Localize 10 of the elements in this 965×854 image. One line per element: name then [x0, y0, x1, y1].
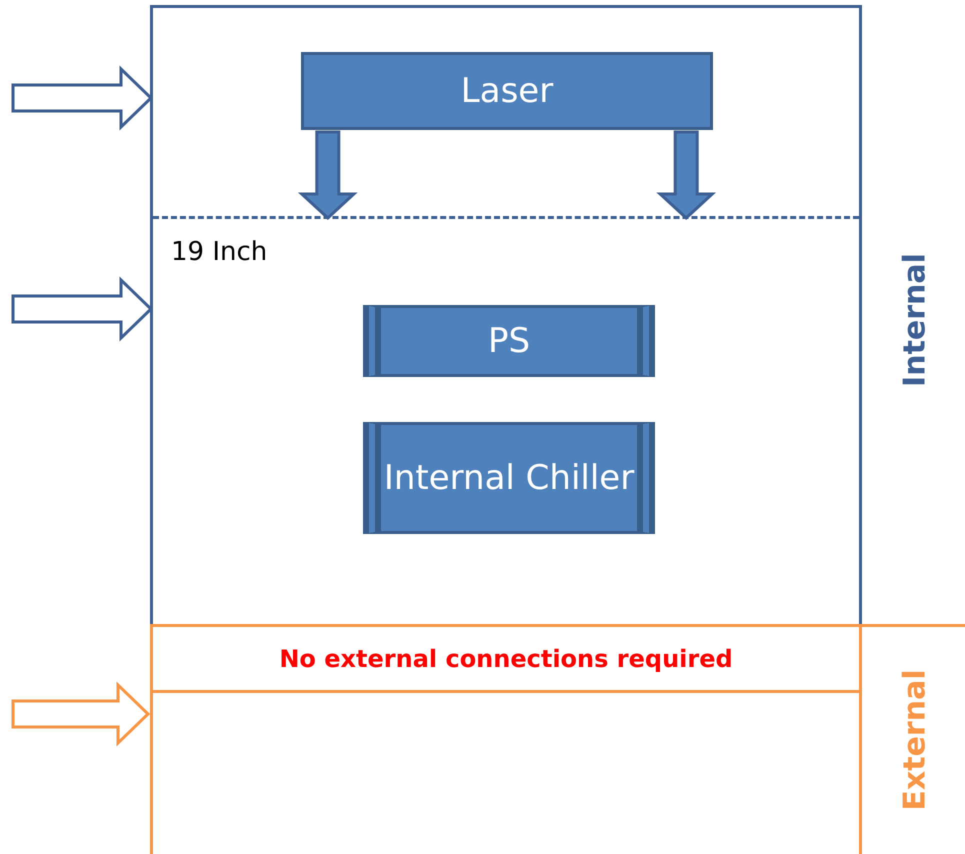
chiller-box: Internal Chiller: [363, 422, 655, 534]
block-arrow: [12, 681, 150, 747]
zone-label: Internal: [898, 253, 932, 387]
note-banner: No external connections required: [153, 627, 859, 693]
section-label: 19 Inch: [171, 237, 268, 267]
power-supply-box: PS: [363, 305, 655, 377]
zone-label: External: [898, 669, 932, 811]
block-arrow: [656, 130, 716, 220]
block-arrow: [298, 130, 358, 220]
laser-box: Laser: [301, 52, 713, 130]
